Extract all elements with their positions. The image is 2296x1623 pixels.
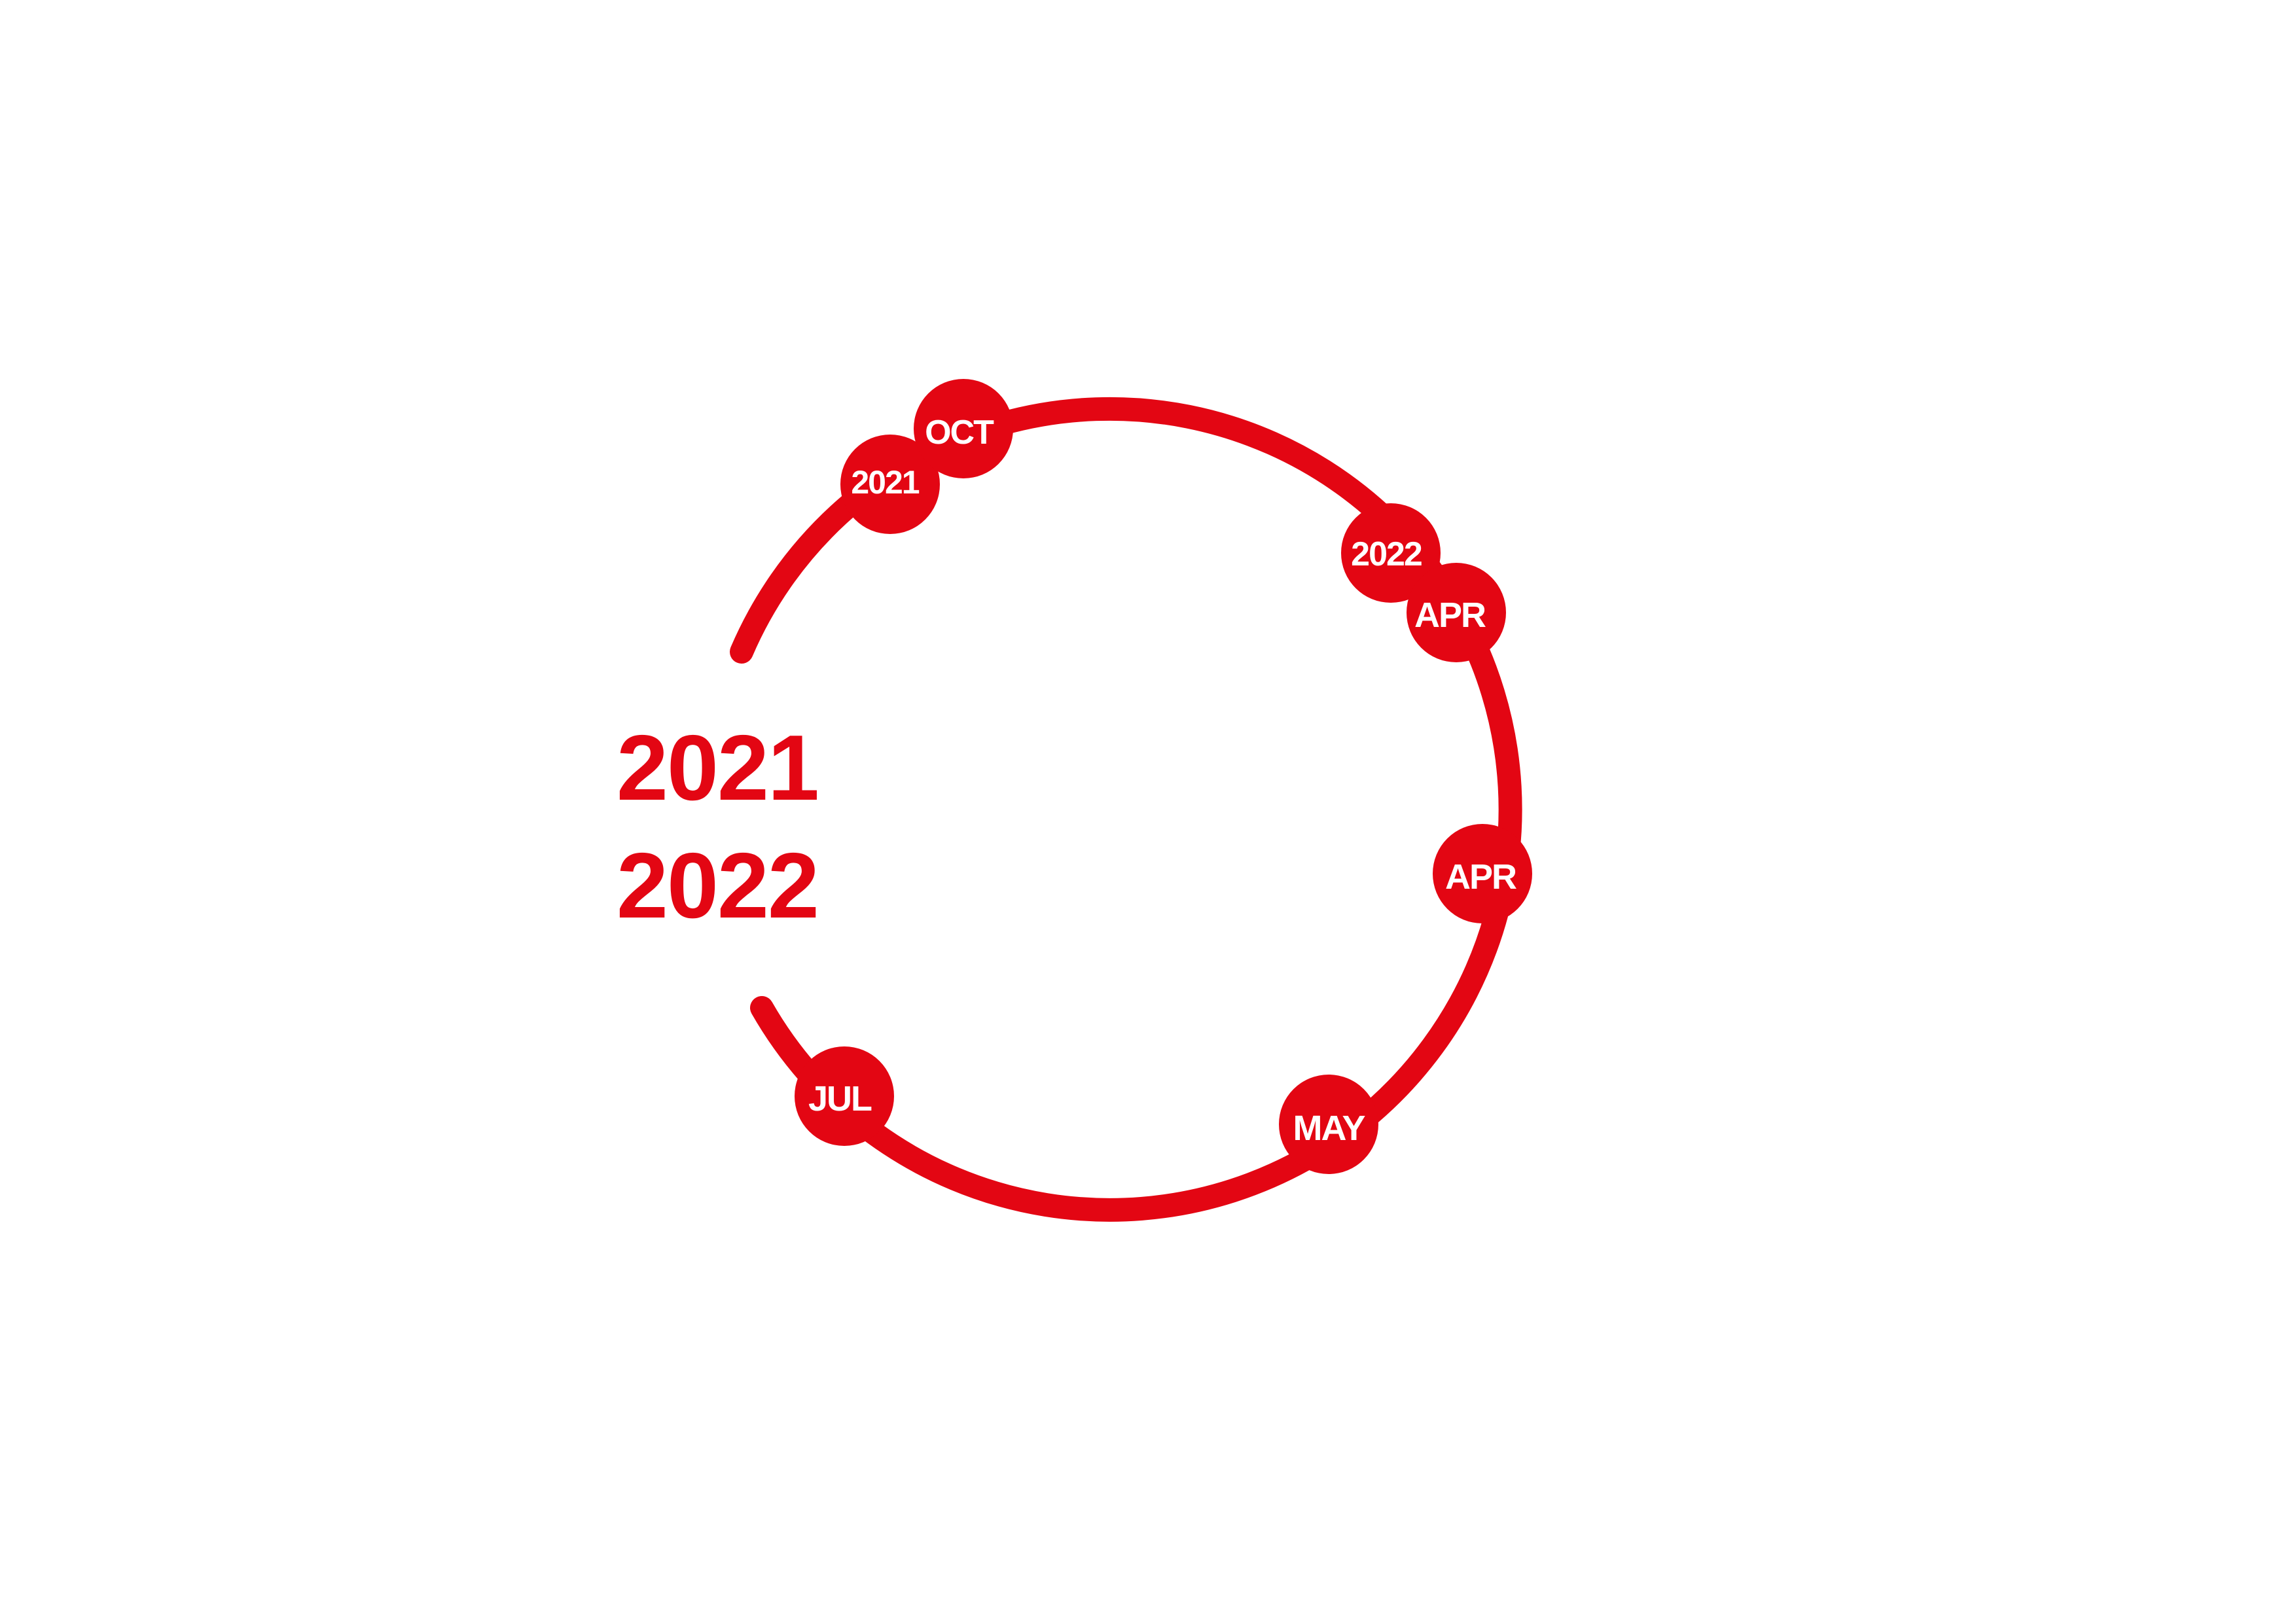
milestone-label: 2022 (1351, 535, 1422, 573)
year-start-label: 2021 (617, 716, 818, 820)
milestone-label: APR (1445, 857, 1516, 897)
milestone-6: MAY (1279, 1075, 1378, 1174)
milestone-4: APR (1407, 563, 1506, 662)
milestone-2: OCT (914, 379, 1013, 478)
year-end-label: 2022 (617, 834, 818, 938)
milestone-label: APR (1414, 596, 1486, 635)
milestone-dot (1407, 563, 1506, 662)
milestone-dot (914, 379, 1013, 478)
milestone-dot (1433, 824, 1532, 923)
milestone-label: JUL (808, 1079, 872, 1118)
milestone-label: OCT (925, 414, 994, 452)
milestone-dot (1341, 503, 1441, 603)
milestone-5: APR (1433, 824, 1532, 923)
milestone-dot (795, 1046, 894, 1146)
milestone-label: 2021 (851, 464, 919, 501)
milestone-3: 2022 (1341, 503, 1441, 603)
milestone-label: MAY (1293, 1109, 1365, 1148)
milestone-7: JUL (795, 1046, 894, 1146)
milestone-1: 2021 (840, 435, 940, 534)
milestone-dot (840, 435, 940, 534)
milestone-dot (1279, 1075, 1378, 1174)
